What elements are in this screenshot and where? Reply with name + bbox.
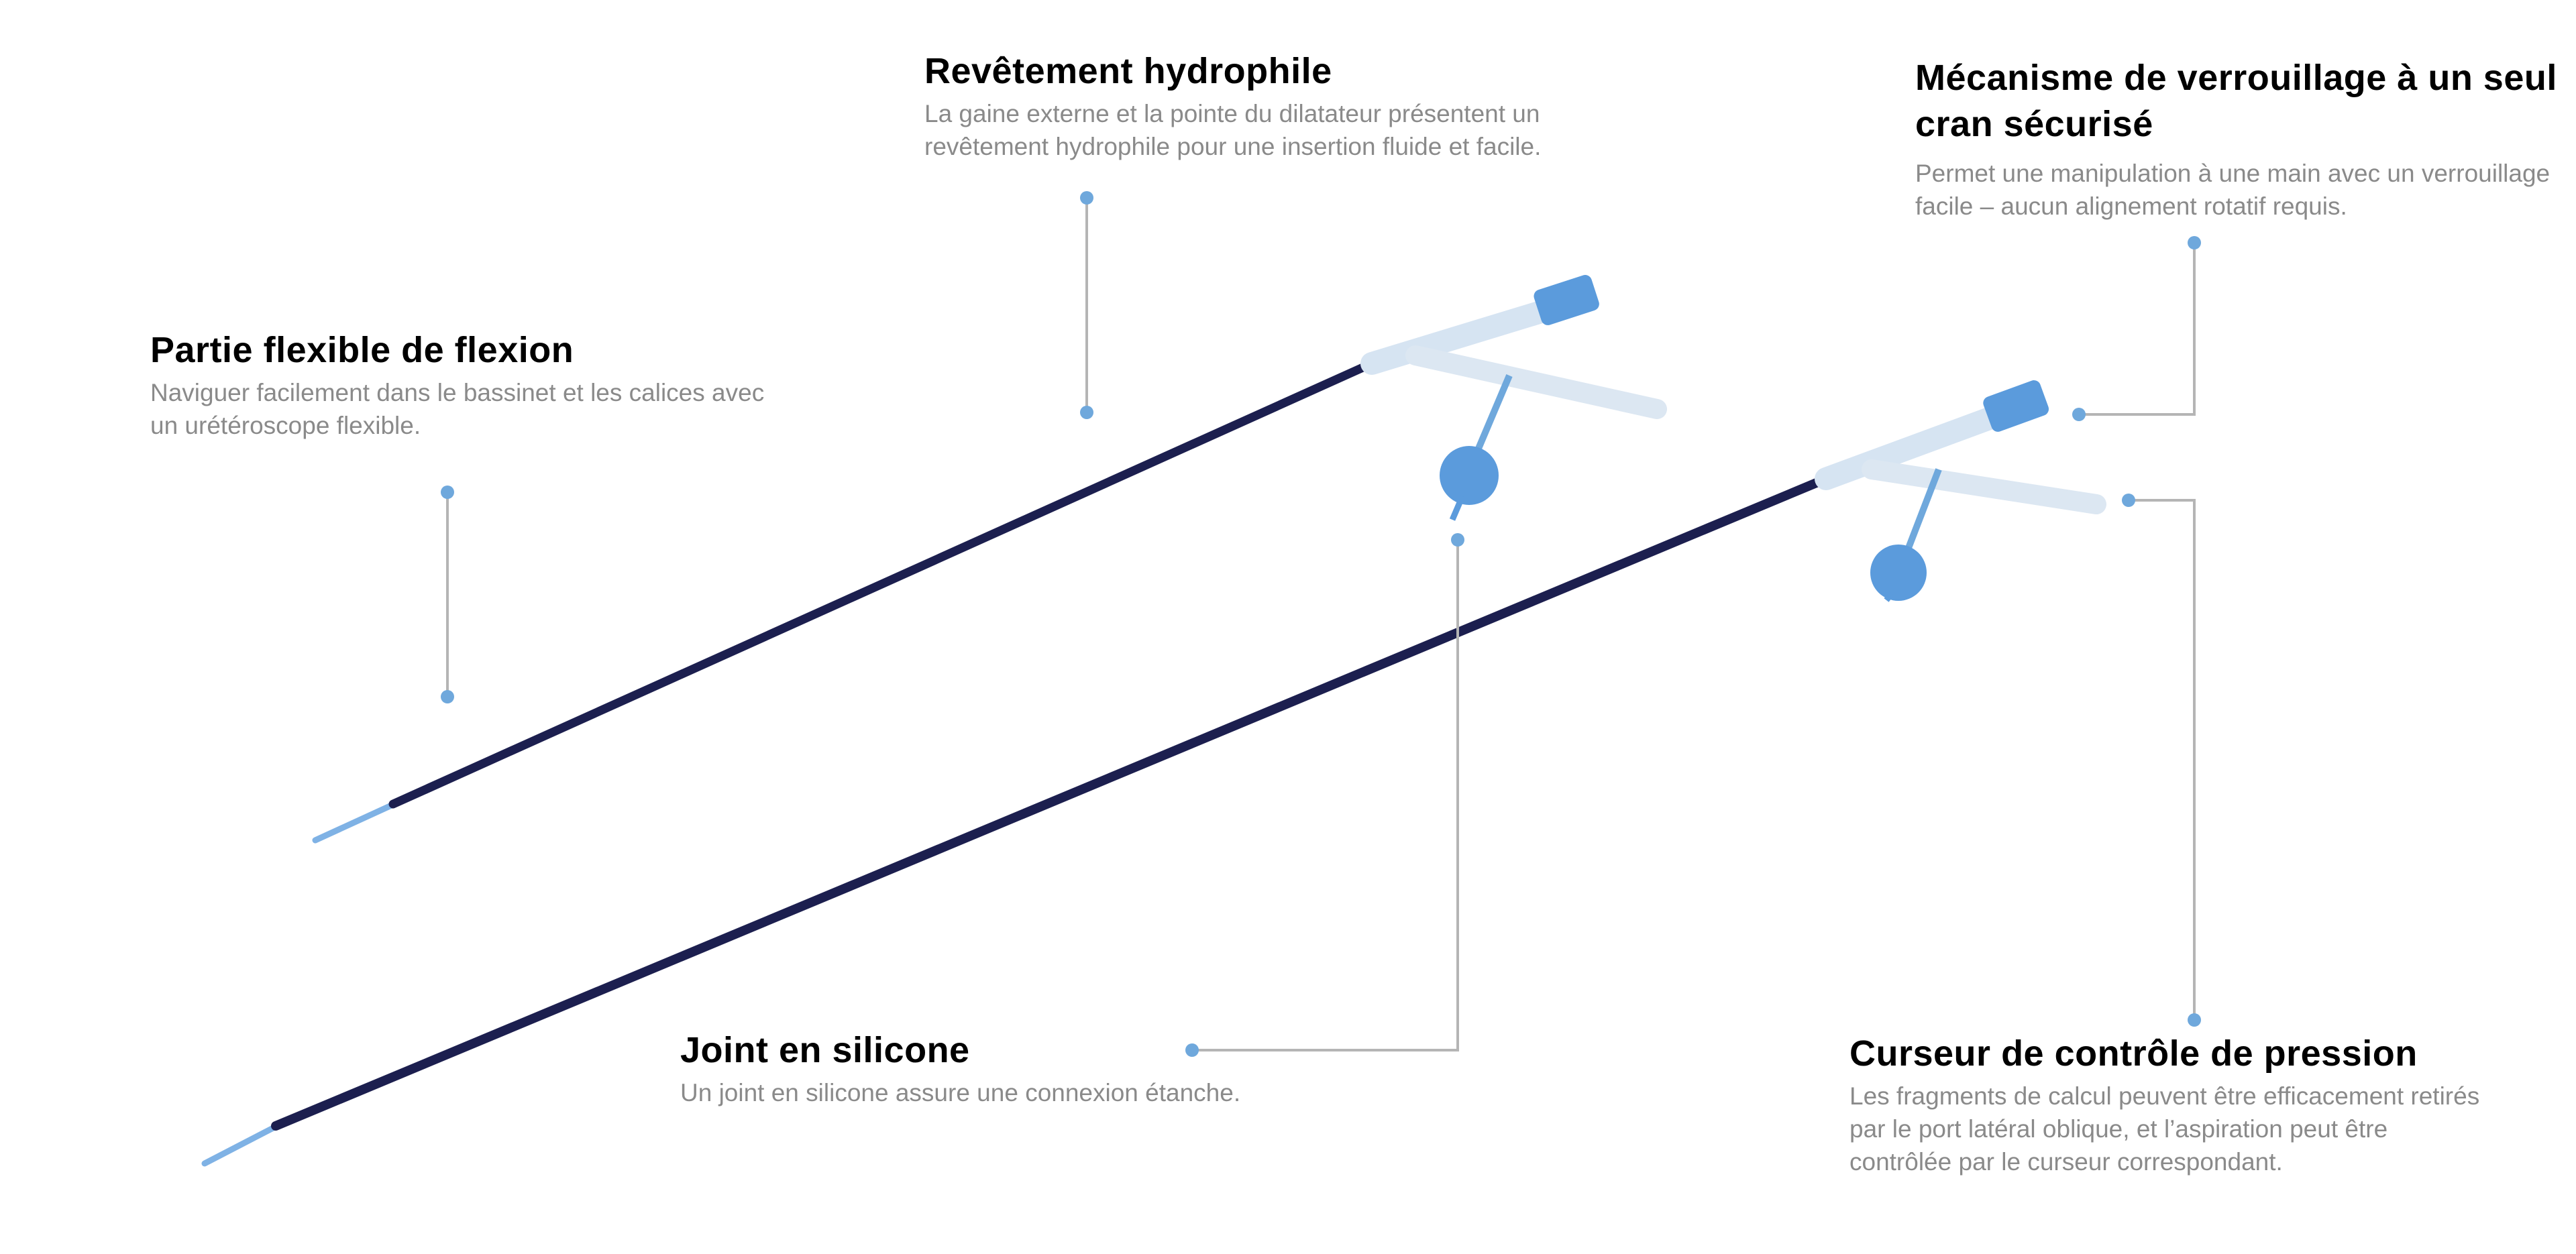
- dot: [1451, 533, 1464, 547]
- tip-bottom: [201, 1122, 282, 1167]
- connector-bottom: [1983, 380, 2049, 432]
- callout-locking: Mécanisme de verrouillage à un seul cran…: [1915, 55, 2559, 223]
- callout-body: Permet une manipulation à une main avec …: [1915, 160, 2551, 220]
- sheath-bottom: [201, 380, 2106, 1167]
- side-port-top: [1405, 345, 1667, 419]
- tip-top: [312, 800, 399, 844]
- callout-pressure: Curseur de contrôle de pression Les frag…: [1849, 1031, 2493, 1178]
- cap-stem-top: [1449, 495, 1466, 521]
- dot: [2122, 494, 2135, 507]
- leader-locking: [2079, 243, 2196, 416]
- callout-title: Partie flexible de flexion: [150, 330, 574, 370]
- dot: [441, 486, 454, 499]
- sheath-top: [312, 275, 1667, 844]
- leader-lines: [446, 198, 2196, 1051]
- hub-body-top: [1360, 294, 1574, 375]
- leader-seal: [1192, 540, 1459, 1051]
- shaft-top: [388, 359, 1377, 809]
- connector-top: [1534, 275, 1599, 325]
- dot: [1080, 406, 1093, 419]
- shaft-bottom: [271, 474, 1831, 1131]
- callout-title: Joint en silicone: [680, 1030, 970, 1070]
- dot: [2188, 236, 2201, 249]
- callout-body: Un joint en silicone assure une connexio…: [680, 1079, 1241, 1106]
- callout-title: Mécanisme de verrouillage à un seul cran…: [1915, 58, 2557, 144]
- dot: [1185, 1043, 1199, 1057]
- callout-title: Curseur de contrôle de pression: [1849, 1033, 2418, 1074]
- seal-cap-bottom: [1870, 545, 1927, 601]
- callout-flexible: Partie flexible de flexion Naviguer faci…: [150, 327, 788, 442]
- callout-title: Revêtement hydrophile: [924, 51, 1332, 91]
- callout-body: Naviguer facilement dans le bassinet et …: [150, 379, 765, 439]
- hub-body-bottom: [1815, 401, 2017, 490]
- side-port-bottom: [1862, 459, 2106, 514]
- dot: [441, 690, 454, 703]
- callout-body: La gaine externe et la pointe du dilatat…: [924, 100, 1542, 160]
- callout-hydrophilic: Revêtement hydrophile La gaine externe e…: [924, 48, 1582, 163]
- seal-cap-top: [1440, 446, 1499, 505]
- callout-body: Les fragments de calcul peuvent être eff…: [1849, 1082, 2480, 1176]
- cap-tether-bottom: [1902, 468, 1942, 558]
- callout-seal: Joint en silicone Un joint en silicone a…: [680, 1027, 1418, 1109]
- dot: [1080, 191, 1093, 205]
- dot: [2188, 1013, 2201, 1027]
- dot: [2072, 408, 2086, 421]
- cap-stem-bottom: [1884, 591, 1894, 602]
- leader-pressure: [2129, 499, 2196, 1020]
- leader-dots: [441, 191, 2201, 1057]
